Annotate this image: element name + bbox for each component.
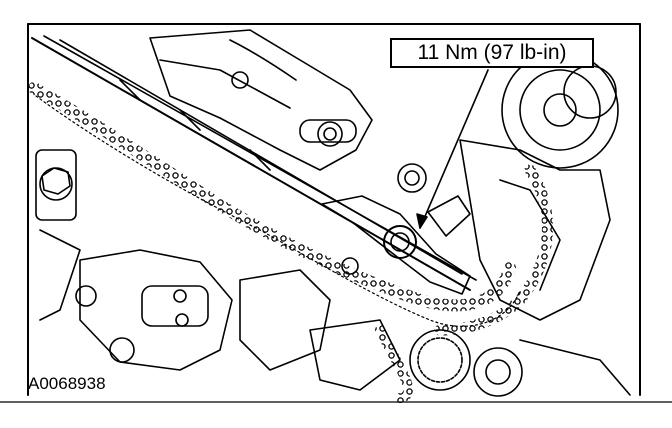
fastener: [404, 170, 420, 186]
timing-chain-upper: [28, 82, 516, 312]
timing-chain-right: [434, 164, 553, 336]
upper-housing: [149, 29, 373, 171]
engine-block-lower: [39, 229, 401, 391]
figure-id-label: A0068938: [28, 374, 106, 393]
torque-callout-label: 11 Nm (97 lb-in): [417, 41, 567, 64]
crankshaft-sprocket: [409, 329, 631, 397]
callout-leader-line: [419, 69, 489, 229]
right-chain-guide: [459, 139, 611, 321]
timing-chain-bottom: [375, 325, 414, 403]
fastener: [231, 71, 249, 89]
tensioner-bolt: [383, 195, 471, 259]
torque-callout: 11 Nm (97 lb-in): [390, 38, 594, 68]
callout-arrowhead: [416, 213, 428, 229]
camshaft-sprocket: [501, 51, 619, 169]
left-bolt-boss: [35, 149, 77, 221]
fastener: [397, 163, 427, 193]
